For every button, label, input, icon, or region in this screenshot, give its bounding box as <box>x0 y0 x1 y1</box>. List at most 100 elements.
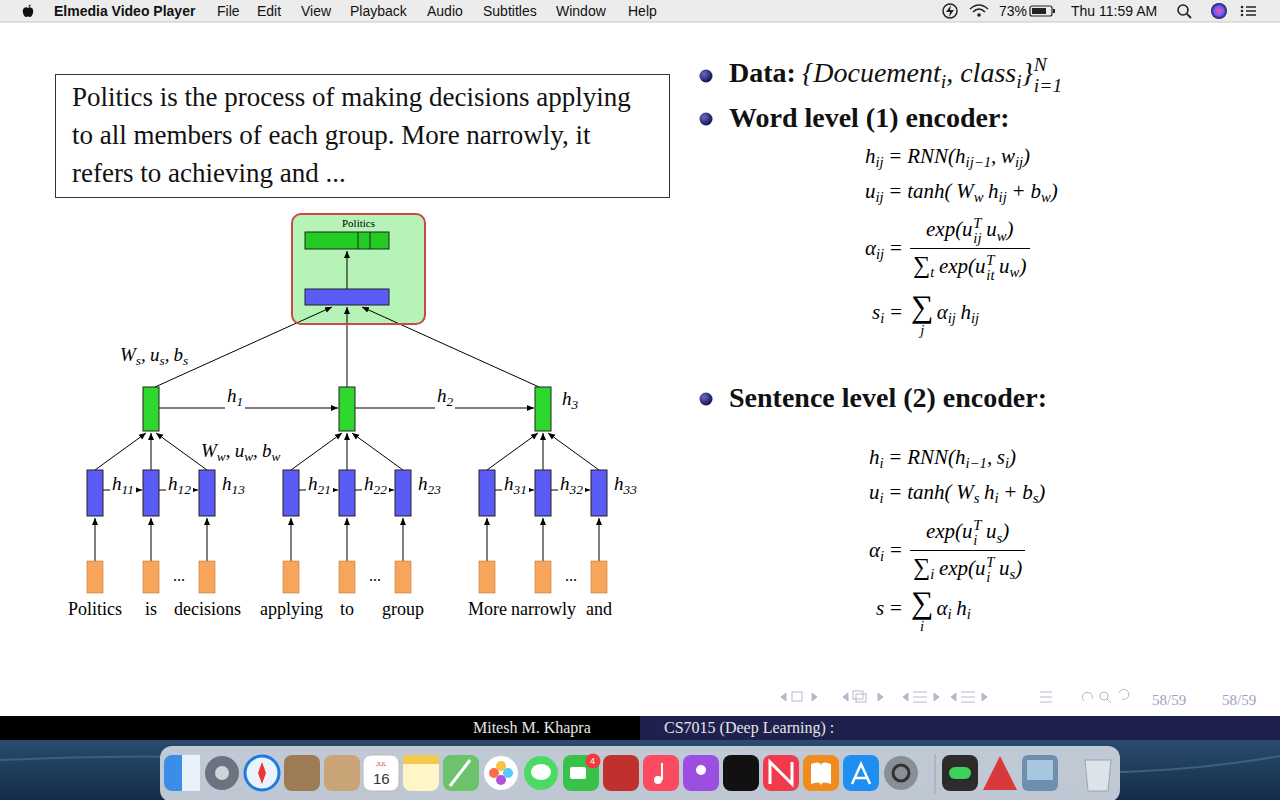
subscript: i <box>967 606 971 622</box>
input-word: is <box>145 599 157 619</box>
ellipsis: ... <box>173 567 185 584</box>
math-symbol: , <box>987 445 992 469</box>
menu-item: Window <box>556 3 606 19</box>
math-symbol: w <box>1001 144 1015 168</box>
menu-item: View <box>301 3 331 20</box>
node-text: Politics <box>293 217 424 230</box>
math-symbol: h <box>364 473 374 494</box>
math-symbol: h <box>960 300 971 324</box>
menu-bar <box>0 0 1280 22</box>
math-symbol: , <box>165 344 170 365</box>
subscript: i <box>930 566 934 582</box>
fraction: exp(uTijuw)∑texp(uTituw) <box>910 216 1030 284</box>
word-rnn-cells <box>87 470 607 516</box>
menu-item: Audio <box>427 3 463 20</box>
script-stack: Ti <box>973 518 981 549</box>
operator: = <box>890 179 902 203</box>
input-word: Politics <box>68 599 122 621</box>
hidden-state-label: h23 <box>416 473 443 498</box>
subscript: i <box>880 548 884 564</box>
subscript: s <box>997 530 1003 546</box>
math-symbol: , <box>226 440 231 461</box>
operator: = <box>889 480 901 504</box>
menu-item: Elmedia Video Player <box>54 3 195 20</box>
operator: = <box>890 300 902 324</box>
subscript: ij <box>973 231 981 246</box>
equation-lhs: αij <box>865 236 884 260</box>
equation-lhs: uij <box>865 179 884 203</box>
hidden-state-label: h3 <box>560 388 580 413</box>
math-symbol: ) <box>1038 480 1045 504</box>
subscript: i <box>880 490 884 506</box>
equation-lhs: s <box>876 596 884 620</box>
equation-lhs: hi <box>869 445 884 469</box>
subscript: ij−1 <box>966 154 991 170</box>
subscript: 33 <box>624 482 637 497</box>
math-symbol: b <box>262 440 272 461</box>
math-symbol: h <box>988 179 999 203</box>
math-symbol: b <box>1022 480 1033 504</box>
hidden-state-label: h33 <box>612 473 639 498</box>
subscript: ij <box>876 154 884 170</box>
page-number: 58/59 <box>1152 692 1186 708</box>
subscript: i <box>880 310 884 326</box>
footer-right-band <box>640 716 1280 740</box>
input-word: to <box>340 599 354 621</box>
footer-author: Mitesh M. Khapra <box>473 718 591 737</box>
hidden-state-label: h31 <box>502 473 529 498</box>
subscript: i <box>948 606 952 622</box>
menu-item: Elmedia Video Player <box>54 3 195 19</box>
equation-lhs: si <box>872 300 884 324</box>
math-symbol: ) <box>1019 254 1026 278</box>
math-symbol: h <box>562 388 572 409</box>
footer-author: Mitesh M. Khapra <box>473 719 591 736</box>
math-symbol: u <box>999 556 1010 580</box>
equation: ui=tanh(Wshi+bs) <box>869 480 1045 508</box>
parameter-label: Ww,uw,bw <box>201 440 280 465</box>
big-operator: ∑i <box>911 587 933 633</box>
superscript: T <box>973 518 981 533</box>
calendar-day: 16 <box>373 770 390 788</box>
input-word: and <box>586 599 612 619</box>
input-word: More <box>468 599 507 619</box>
battery-percent: 73% <box>999 3 1027 20</box>
apple-logo <box>23 4 33 17</box>
math-symbol: W <box>120 344 136 365</box>
math-symbol: u <box>986 519 997 543</box>
menu-item: Subtitles <box>483 3 537 20</box>
menu-item: Subtitles <box>483 3 537 19</box>
operator: = <box>890 236 902 260</box>
math-symbol: ) <box>1023 144 1030 168</box>
subscript: 1 <box>237 394 244 409</box>
dock <box>160 746 1120 800</box>
input-cells <box>87 561 607 593</box>
math-symbol: , class <box>946 57 1016 88</box>
subscript: w <box>997 228 1007 244</box>
sum-sign: ∑ <box>911 291 933 323</box>
math-symbol: ) <box>1009 445 1016 469</box>
math-symbol: ) <box>1015 556 1022 580</box>
subscript: t <box>930 264 934 280</box>
calendar-month: JUL <box>376 761 387 768</box>
menu-item: File <box>217 3 240 19</box>
subscript: i <box>1016 71 1021 92</box>
subscript: 13 <box>232 482 245 497</box>
math-symbol: ) <box>1002 519 1009 543</box>
math-symbol: u <box>235 440 245 461</box>
menu-item: Edit <box>257 3 281 19</box>
input-word: to <box>340 599 354 619</box>
math-symbol: W <box>956 179 974 203</box>
menu-item: Window <box>556 3 606 20</box>
math-symbol: s <box>997 445 1005 469</box>
math-symbol: α <box>865 236 876 260</box>
data-line: Data: <box>729 57 796 88</box>
subscript: w <box>1010 264 1020 280</box>
math-symbol: h <box>227 385 237 406</box>
ellipsis: ... <box>369 567 381 584</box>
ellipsis: ... <box>565 566 577 585</box>
math-symbol: s <box>872 300 880 324</box>
bullets <box>700 70 713 406</box>
menu-item: Help <box>628 3 657 19</box>
calendar-day: 16 <box>373 770 390 787</box>
hidden-state-label: h1 <box>225 385 245 410</box>
